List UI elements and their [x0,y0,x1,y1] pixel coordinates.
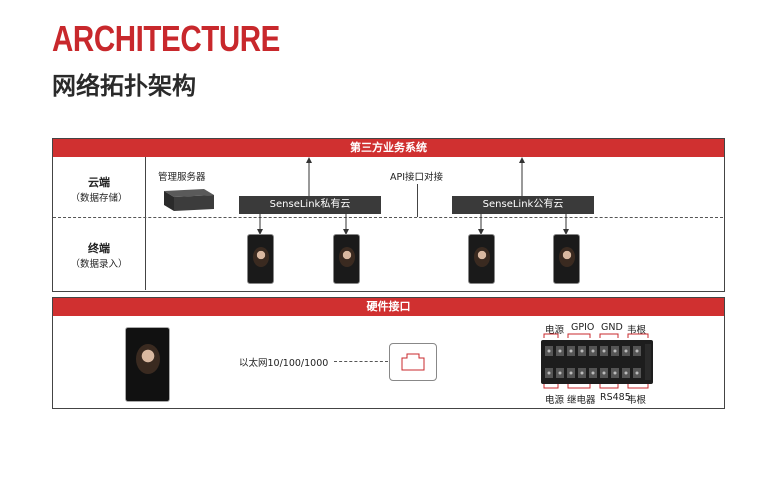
ethernet-port-icon [401,353,425,371]
hw-bottom-label-power: 电源 [545,395,565,406]
column-divider [145,157,146,290]
label-brackets [543,333,649,389]
private-cloud-box: SenseLink私有云 [239,196,381,214]
hw-bottom-label-relay: 继电器 [567,395,596,406]
cloud-sub-label: （数据存储） [70,193,128,204]
hardware-device [125,327,170,402]
server-label: 管理服务器 [158,172,206,183]
third-party-bar: 第三方业务系统 [53,139,724,157]
terminal-device-4 [553,234,580,284]
page-title-en: ARCHITECTURE [52,18,280,59]
terminal-sub-label: （数据录入） [70,259,128,270]
server-icon [164,189,214,211]
public-cloud-box: SenseLink公有云 [452,196,594,214]
row-divider [53,217,723,218]
terminal-label-group: 终端 （数据录入） [53,240,145,270]
ethernet-port [389,343,437,381]
terminal-device-3 [468,234,495,284]
cloud-label: 云端 [88,176,110,189]
hw-bottom-label-wiegand: 韦根 [627,395,647,406]
hw-top-label-gnd: GND [601,322,623,333]
ethernet-label: 以太网10/100/1000 [239,358,329,369]
ethernet-line [334,361,388,362]
terminal-device-1 [247,234,274,284]
api-label: API接口对接 [390,172,444,183]
hw-bottom-label-rs485: RS485 [600,392,631,403]
page-title-zh: 网络拓扑架构 [52,72,196,100]
terminal-device-2 [333,234,360,284]
terminal-pins-icon [545,344,651,380]
terminal-label: 终端 [88,242,110,255]
hw-top-label-wiegand: 韦根 [627,325,647,336]
topology-box: 第三方业务系统 [52,138,725,292]
cloud-label-group: 云端 （数据存储） [53,174,145,204]
hw-top-label-gpio: GPIO [571,322,595,333]
api-divider [417,184,418,217]
terminal-block-connector [541,340,653,384]
hardware-bar: 硬件接口 [53,298,724,316]
hw-top-label-power: 电源 [545,325,565,336]
